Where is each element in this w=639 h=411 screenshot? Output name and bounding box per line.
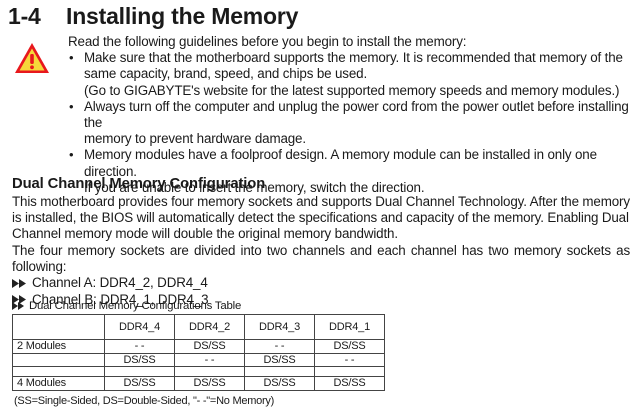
- double-arrow-icon: [12, 302, 28, 310]
- table-cell: DS/SS: [244, 352, 315, 367]
- table-cell: DS/SS: [314, 376, 385, 391]
- paragraph-line: is installed, the BIOS will automaticall…: [12, 210, 629, 226]
- table-header-cell: DDR4_1: [314, 314, 385, 340]
- double-arrow-icon: [12, 295, 30, 305]
- table-cell: [104, 366, 175, 377]
- guideline-item: Memory modules have a foolproof design. …: [68, 147, 634, 196]
- intro-lead: Read the following guidelines before you…: [68, 34, 467, 49]
- guideline-item: Always turn off the computer and unplug …: [68, 99, 634, 148]
- guideline-line: Always turn off the computer and unplug …: [84, 98, 629, 131]
- table-header-row: DDR4_4 DDR4_2 DDR4_3 DDR4_1: [12, 314, 385, 340]
- dual-channel-heading: Dual Channel Memory Configuration: [12, 176, 266, 192]
- channel-a-text: Channel A: DDR4_2, DDR4_4: [32, 275, 208, 291]
- table-header-cell: DDR4_2: [174, 314, 245, 340]
- table-cell: - -: [104, 339, 175, 354]
- table-cell: [244, 366, 315, 377]
- table-cell: - -: [244, 339, 315, 354]
- table-cell: - -: [174, 352, 245, 367]
- table-cell: [314, 366, 385, 377]
- warning-triangle-icon: [14, 42, 50, 74]
- guideline-line: memory to prevent hardware damage.: [84, 131, 306, 147]
- section-heading: 1-4 Installing the Memory: [8, 3, 298, 35]
- table-cell: DS/SS: [244, 376, 315, 391]
- table-row: DS/SS - - DS/SS - -: [12, 352, 385, 367]
- table-cell: 4 Modules: [12, 376, 105, 391]
- guideline-line: (Go to GIGABYTE's website for the latest…: [84, 82, 620, 98]
- intro-guidelines: Read the following guidelines before you…: [68, 34, 634, 196]
- table-cell: DS/SS: [104, 352, 175, 367]
- double-arrow-icon: [12, 278, 30, 288]
- table-spacer-row: [12, 366, 385, 377]
- table-row: 4 Modules DS/SS DS/SS DS/SS DS/SS: [12, 376, 385, 391]
- table-cell: [12, 366, 105, 377]
- table-cell: - -: [314, 352, 385, 367]
- memory-config-table: DDR4_4 DDR4_2 DDR4_3 DDR4_1 2 Modules - …: [12, 314, 385, 391]
- section-title: Installing the Memory: [66, 3, 299, 29]
- dual-channel-body: This motherboard provides four memory so…: [12, 194, 630, 308]
- table-header-cell: [12, 314, 105, 340]
- guideline-line: Memory modules have a foolproof design. …: [84, 147, 597, 179]
- table-header-cell: DDR4_4: [104, 314, 175, 340]
- table-row: 2 Modules - - DS/SS - - DS/SS: [12, 339, 385, 354]
- table-footnote: (SS=Single-Sided, DS=Double-Sided, "- -"…: [14, 395, 275, 407]
- table-header-cell: DDR4_3: [244, 314, 315, 340]
- table-cell: 2 Modules: [12, 339, 105, 354]
- channel-b-line: Channel B: DDR4_1, DDR4_3: [12, 292, 630, 309]
- table-cell: [12, 352, 105, 367]
- table-cell: DS/SS: [174, 339, 245, 354]
- paragraph-line: The four memory sockets are divided into…: [12, 242, 630, 274]
- channel-a-line: Channel A: DDR4_2, DDR4_4: [12, 275, 630, 292]
- guideline-item: Make sure that the motherboard supports …: [68, 50, 634, 99]
- guideline-line: Make sure that the motherboard supports …: [84, 50, 623, 66]
- paragraph-line: This motherboard provides four memory so…: [12, 194, 630, 209]
- table-cell: [174, 366, 245, 377]
- table-cell: DS/SS: [314, 339, 385, 354]
- table-caption-text: Dual Channel Memory Configurations Table: [29, 300, 242, 312]
- table-cell: DS/SS: [174, 376, 245, 391]
- section-number: 1-4: [8, 3, 41, 29]
- table-caption: Dual Channel Memory Configurations Table: [12, 300, 241, 312]
- guideline-line: If you are unable to insert the memory, …: [84, 179, 425, 195]
- paragraph-line: Channel memory mode will double the orig…: [12, 226, 398, 242]
- table-cell: DS/SS: [104, 376, 175, 391]
- channel-b-text: Channel B: DDR4_1, DDR4_3: [32, 291, 209, 307]
- guideline-line: same capacity, brand, speed, and chips b…: [84, 66, 368, 82]
- guideline-list: Make sure that the motherboard supports …: [68, 50, 634, 196]
